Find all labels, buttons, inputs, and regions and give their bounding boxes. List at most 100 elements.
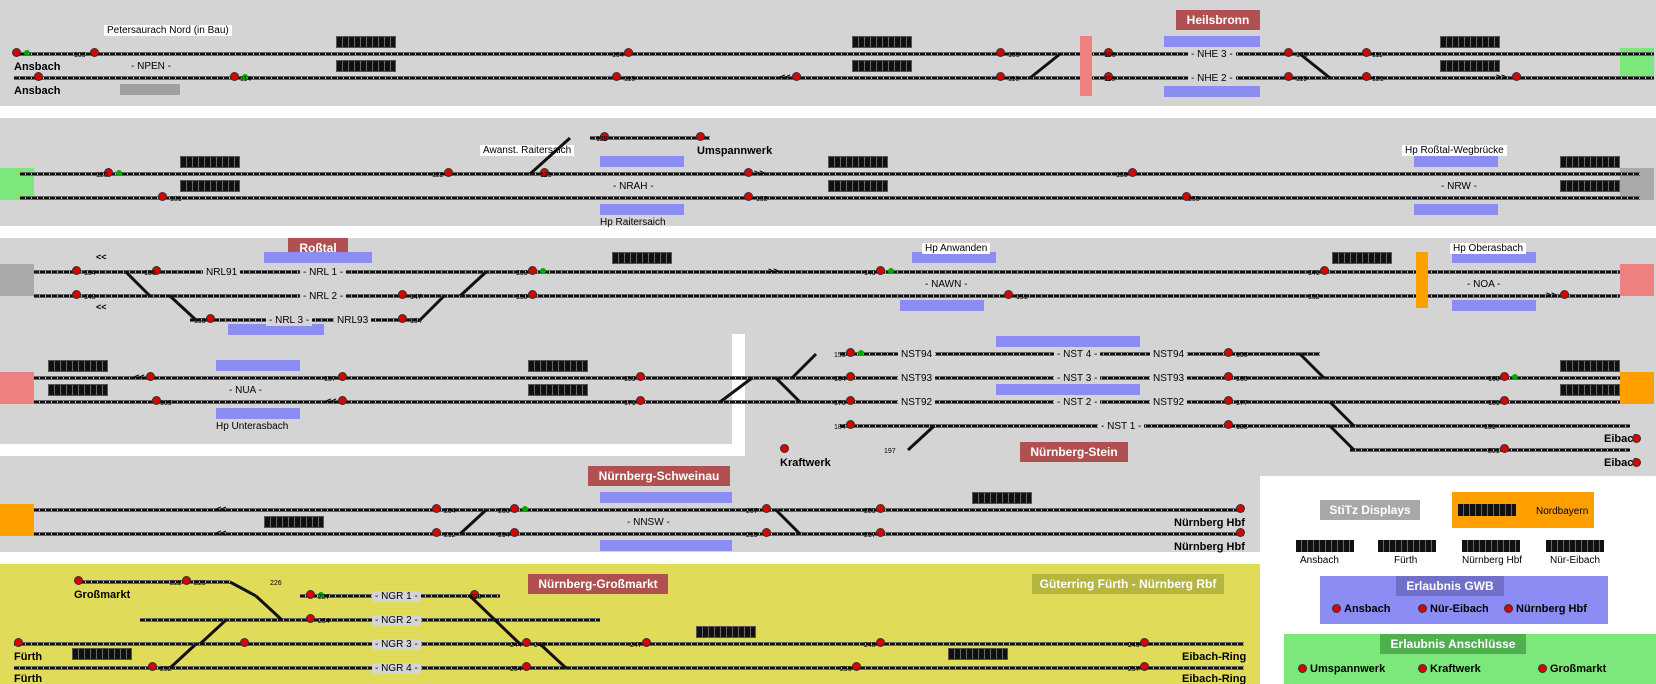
signal[interactable]: [528, 290, 537, 299]
signal[interactable]: [306, 614, 315, 623]
train-number-display[interactable]: [180, 180, 240, 192]
track[interactable]: [1350, 448, 1630, 452]
signal[interactable]: [1362, 72, 1371, 81]
signal[interactable]: [528, 266, 537, 275]
gwb-nuer-eibach-indicator[interactable]: [1418, 604, 1427, 613]
train-number-display[interactable]: [180, 156, 240, 168]
signal[interactable]: [624, 48, 633, 57]
endcap-pink[interactable]: [0, 372, 34, 404]
signal[interactable]: [846, 396, 855, 405]
gwb-ansbach-indicator[interactable]: [1332, 604, 1341, 613]
signal[interactable]: [1284, 48, 1293, 57]
track[interactable]: [80, 580, 230, 584]
track[interactable]: [20, 196, 1640, 200]
track[interactable]: [34, 532, 1244, 536]
train-number-display[interactable]: [612, 252, 672, 264]
signal[interactable]: [444, 168, 453, 177]
signal[interactable]: [852, 662, 861, 671]
signal[interactable]: [104, 168, 113, 177]
signal[interactable]: [182, 576, 191, 585]
track[interactable]: [34, 294, 1620, 298]
signal[interactable]: [90, 48, 99, 57]
signal[interactable]: [762, 528, 771, 537]
signal[interactable]: [522, 638, 531, 647]
signal[interactable]: [1284, 72, 1293, 81]
signal[interactable]: [12, 48, 21, 57]
track[interactable]: [34, 376, 694, 380]
signal[interactable]: [152, 266, 161, 275]
signal[interactable]: [1500, 372, 1509, 381]
endcap-pink[interactable]: [1620, 264, 1654, 296]
signal[interactable]: [1104, 48, 1113, 57]
signal[interactable]: [230, 72, 239, 81]
track[interactable]: [34, 400, 694, 404]
train-number-display[interactable]: [972, 492, 1032, 504]
signal[interactable]: [158, 192, 167, 201]
track[interactable]: [14, 76, 1654, 80]
signal[interactable]: [34, 72, 43, 81]
train-number-display[interactable]: [696, 626, 756, 638]
signal[interactable]: [398, 290, 407, 299]
train-number-display[interactable]: [336, 60, 396, 72]
train-number-display[interactable]: [1560, 156, 1620, 168]
signal[interactable]: [240, 638, 249, 647]
signal[interactable]: [306, 590, 315, 599]
signal[interactable]: [1224, 348, 1233, 357]
signal[interactable]: [1500, 396, 1509, 405]
signal[interactable]: [744, 168, 753, 177]
signal[interactable]: [432, 504, 441, 513]
track[interactable]: [14, 666, 1244, 670]
signal[interactable]: [876, 638, 885, 647]
anschluss-grossmarkt-indicator[interactable]: [1538, 664, 1547, 673]
train-number-display[interactable]: [1560, 384, 1620, 396]
signal[interactable]: [612, 72, 621, 81]
track[interactable]: [34, 270, 1620, 274]
signal[interactable]: [1224, 396, 1233, 405]
signal[interactable]: [1236, 528, 1245, 537]
level-crossing[interactable]: [1416, 252, 1428, 308]
signal[interactable]: [398, 314, 407, 323]
train-number-display[interactable]: [48, 360, 108, 372]
stitz-display-nbg-hbf[interactable]: [1462, 540, 1520, 552]
endcap-grey[interactable]: [0, 264, 34, 296]
track[interactable]: [140, 618, 600, 622]
signal[interactable]: [1004, 290, 1013, 299]
signal[interactable]: [1224, 372, 1233, 381]
train-number-display[interactable]: [48, 384, 108, 396]
stitz-display-ansbach[interactable]: [1296, 540, 1354, 552]
train-number-display[interactable]: [948, 648, 1008, 660]
train-number-display[interactable]: [1560, 180, 1620, 192]
signal[interactable]: [72, 266, 81, 275]
signal[interactable]: [146, 372, 155, 381]
signal[interactable]: [1140, 638, 1149, 647]
signal[interactable]: [996, 48, 1005, 57]
signal[interactable]: [1236, 504, 1245, 513]
track[interactable]: [34, 508, 1244, 512]
train-number-display[interactable]: [1440, 60, 1500, 72]
signal[interactable]: [636, 396, 645, 405]
signal[interactable]: [510, 528, 519, 537]
signal[interactable]: [1632, 434, 1641, 443]
train-number-display[interactable]: [528, 384, 588, 396]
track[interactable]: [14, 52, 1654, 56]
signal[interactable]: [600, 132, 609, 141]
signal[interactable]: [338, 396, 347, 405]
signal[interactable]: [780, 444, 789, 453]
signal[interactable]: [510, 504, 519, 513]
signal[interactable]: [74, 576, 83, 585]
train-number-display[interactable]: [1560, 360, 1620, 372]
signal[interactable]: [206, 314, 215, 323]
signal[interactable]: [522, 662, 531, 671]
signal[interactable]: [1560, 290, 1569, 299]
anschluss-kraftwerk-indicator[interactable]: [1418, 664, 1427, 673]
signal[interactable]: [636, 372, 645, 381]
signal[interactable]: [996, 72, 1005, 81]
train-number-display[interactable]: [828, 156, 888, 168]
signal[interactable]: [1512, 72, 1521, 81]
anschluss-umspannwerk-indicator[interactable]: [1298, 664, 1307, 673]
signal[interactable]: [72, 290, 81, 299]
signal[interactable]: [1104, 72, 1113, 81]
signal[interactable]: [1140, 662, 1149, 671]
train-number-display[interactable]: [1332, 252, 1392, 264]
train-number-display[interactable]: [336, 36, 396, 48]
